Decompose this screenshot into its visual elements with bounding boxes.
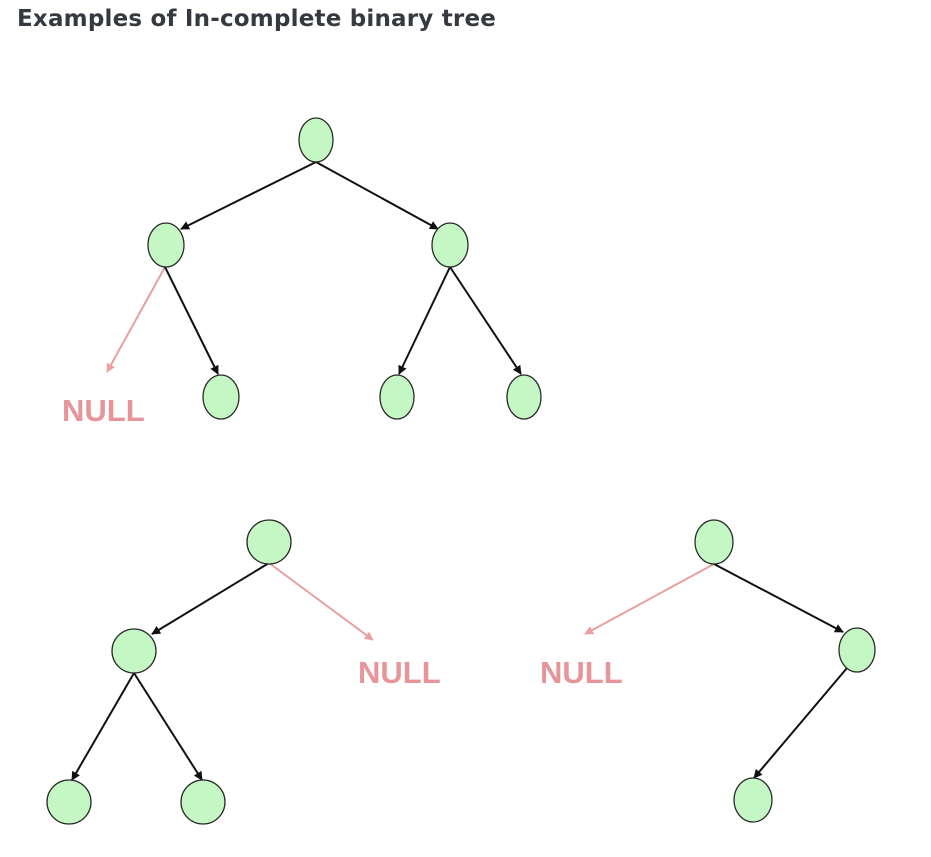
tree-3-edge-right-left: [753, 667, 848, 779]
tree-2-edge-left-left: [71, 672, 135, 781]
tree-1-leaf-node: [379, 374, 415, 420]
tree-2: NULL: [46, 519, 441, 825]
tree-1-root-node: [298, 117, 334, 163]
tree-1-edge-root-right: [315, 161, 439, 230]
page-title: Examples of In-complete binary tree: [17, 6, 497, 32]
tree-3-edge-root-right: [713, 563, 844, 633]
tree-3-leaf-node: [733, 777, 773, 823]
tree-1-edge-root-left: [180, 161, 317, 230]
tree-2-null-label: NULL: [358, 655, 441, 690]
tree-3-edge-root-null: [584, 563, 715, 635]
tree-1-edge-left-null: [106, 266, 166, 373]
tree-1-edge-right-left: [398, 266, 451, 375]
tree-1-leaf-node: [506, 374, 542, 420]
tree-2-left-node: [111, 628, 157, 674]
tree-1-leaf-node: [202, 374, 240, 420]
tree-1-right-node: [431, 222, 469, 268]
tree-2-edge-root-left: [151, 562, 270, 635]
tree-2-leaf-node: [46, 779, 92, 825]
tree-2-edge-root-null: [268, 562, 374, 641]
tree-2-edge-left-right: [133, 672, 203, 781]
tree-3-right-node: [838, 627, 876, 673]
tree-3-null-label: NULL: [540, 655, 623, 690]
tree-2-leaf-node: [180, 779, 226, 825]
tree-3-root-node: [694, 519, 734, 565]
tree-1-left-node: [147, 222, 185, 268]
tree-1-edge-left-right: [164, 266, 219, 375]
tree-1: NULL: [62, 117, 542, 428]
tree-3: NULL: [540, 519, 876, 823]
tree-1-null-label: NULL: [62, 393, 145, 428]
tree-1-edge-right-right: [449, 266, 522, 375]
tree-2-root-node: [246, 519, 292, 565]
